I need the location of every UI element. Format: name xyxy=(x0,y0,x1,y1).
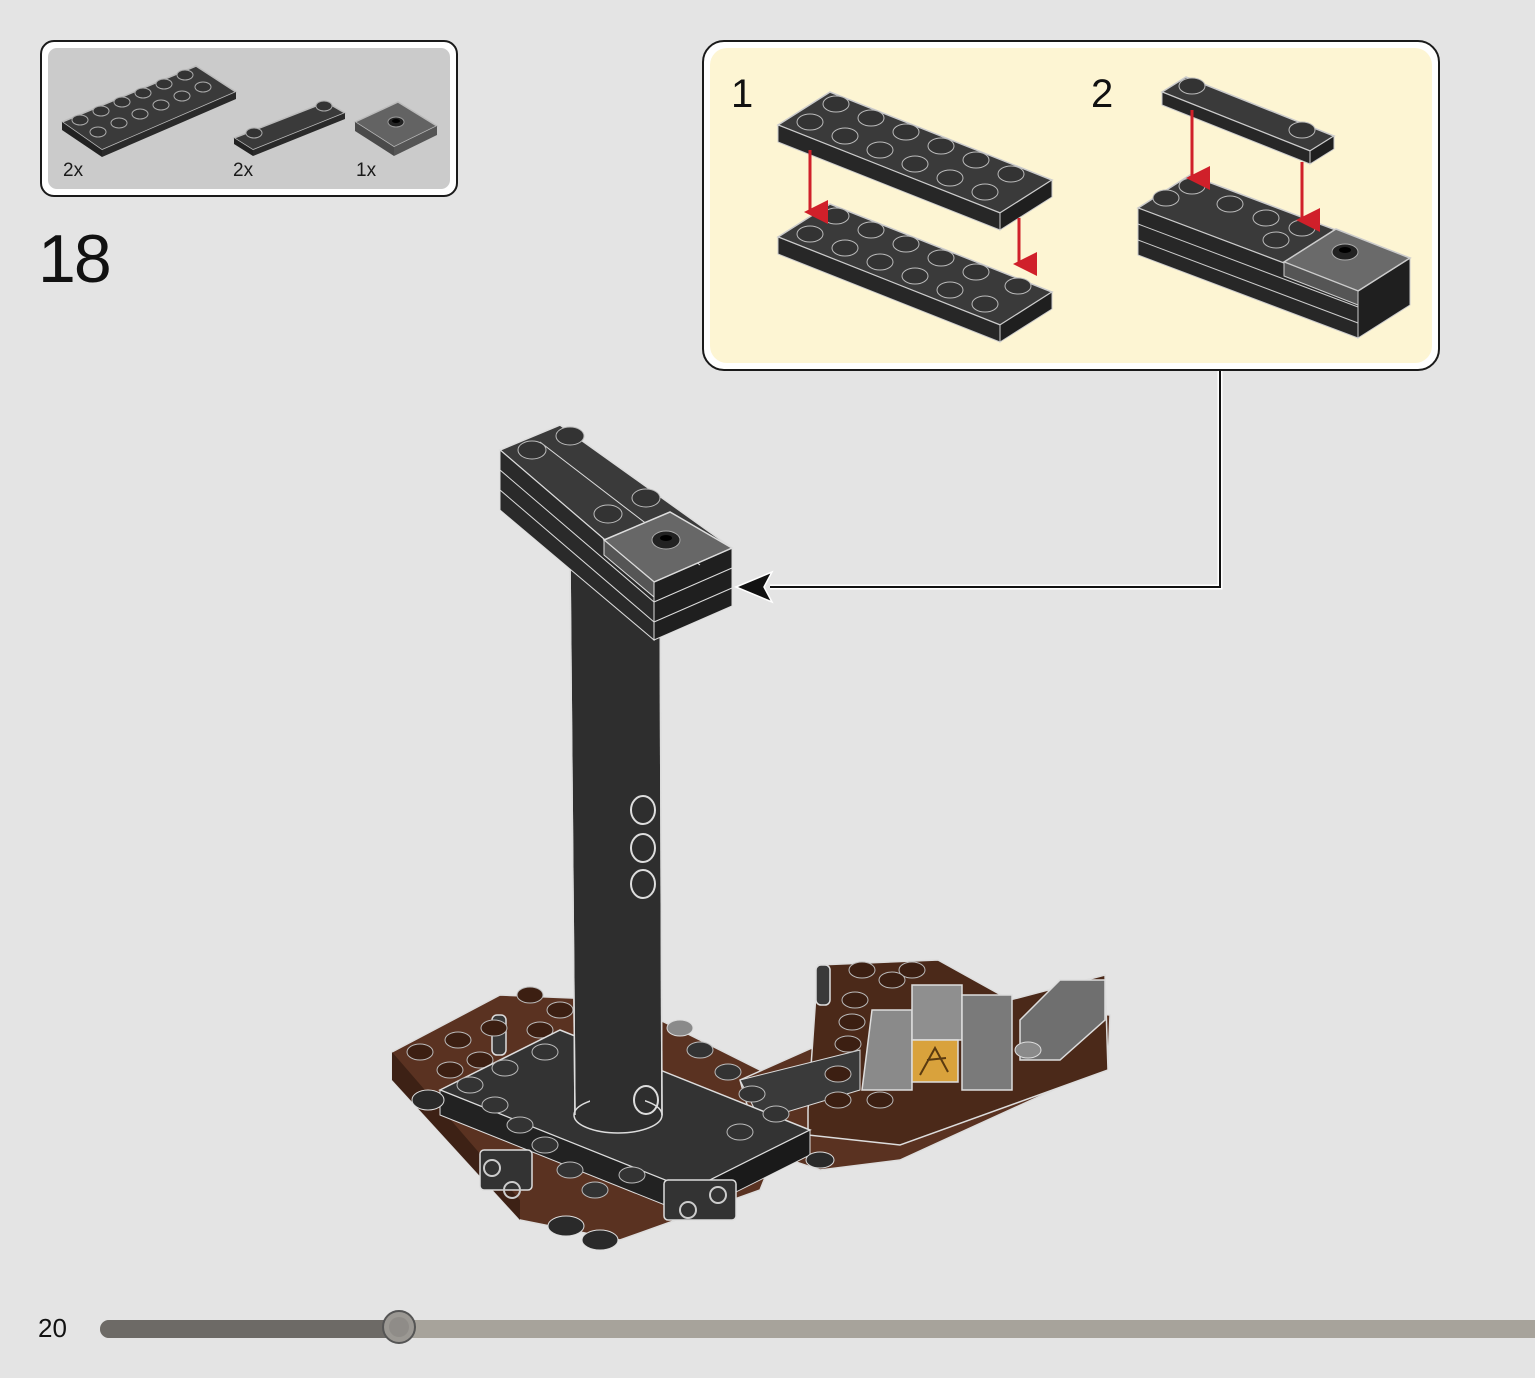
substep-label-2: 2 xyxy=(1091,72,1114,116)
progress-bar xyxy=(100,1310,1535,1344)
part-quantity-3: 1x xyxy=(356,160,377,181)
part-plate-1x4-icon xyxy=(232,100,347,156)
part-plate-2x6-icon xyxy=(60,65,238,157)
part-quantity-1: 2x xyxy=(63,160,84,181)
page-number: 20 xyxy=(38,1313,67,1343)
part-tile-2x2-icon xyxy=(353,101,439,156)
progress-knob[interactable] xyxy=(382,1310,417,1344)
callout-pointer-arrow xyxy=(734,371,1223,604)
substep-1-illustration xyxy=(776,91,1054,343)
main-model-illustration xyxy=(391,424,1111,1251)
step-number: 18 xyxy=(38,221,112,297)
substep-label-1: 1 xyxy=(731,72,754,116)
progress-fill xyxy=(100,1320,402,1338)
substep-2-illustration xyxy=(1136,76,1412,339)
part-quantity-2: 2x xyxy=(233,160,254,181)
